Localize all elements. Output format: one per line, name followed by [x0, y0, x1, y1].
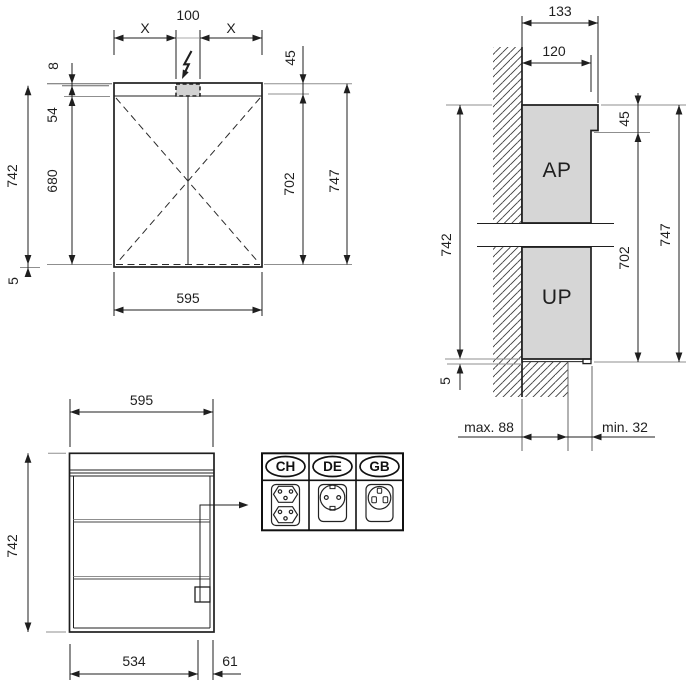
front-dim-747: 747 [326, 83, 351, 265]
front-left-extensions [20, 83, 112, 268]
shelf-lines [73, 519, 210, 580]
front-dim-742: 742 5 [4, 85, 32, 285]
interior-dim-534-61: 534 61 [69, 640, 241, 680]
electrical-connection-icon [182, 50, 193, 79]
front-right-extensions [264, 83, 352, 265]
dim-120-label: 120 [542, 43, 566, 59]
front-dim-595: 595 [113, 272, 263, 316]
dim-45-label: 45 [282, 50, 298, 66]
front-top-dimensions: X 100 X [113, 7, 263, 79]
bottom-lip [582, 358, 592, 365]
front-view: X 100 X 742 5 8 54 [4, 7, 352, 316]
interior-view: 595 742 534 61 [4, 392, 249, 680]
dim-133-label: 133 [548, 3, 572, 19]
dim-595-label: 595 [176, 290, 200, 306]
side-dim-747-label: 747 [657, 223, 673, 247]
country-code-de: DE [323, 459, 342, 474]
dim-747-label: 747 [326, 169, 342, 193]
side-dim-45-label: 45 [616, 111, 632, 127]
de-socket-icon [317, 483, 348, 523]
dim-max-88-label: max. 88 [464, 419, 514, 435]
top-fascia-lines [69, 469, 214, 477]
side-dim-max-min: max. 88 min. 32 [458, 362, 655, 451]
side-view: AP UP 133 120 45 702 [437, 3, 686, 451]
dim-742-label: 742 [4, 164, 20, 188]
cabinet-outline [113, 82, 263, 268]
interior-dim-742: 742 [4, 452, 66, 633]
side-dim-133: 133 [522, 3, 599, 103]
interior-dim-61-label: 61 [222, 653, 238, 669]
country-badge-gb: GB [359, 455, 400, 478]
side-dim-742-5: 742 5 [437, 105, 522, 390]
country-code-gb: GB [369, 459, 390, 474]
internal-socket-box [194, 586, 211, 603]
interior-cabinet-outline [68, 452, 215, 633]
door-swing-lines [115, 97, 261, 265]
dim-8-label: 8 [45, 62, 61, 70]
dim-702-label: 702 [281, 172, 297, 196]
interior-dim-534-label: 534 [122, 653, 146, 669]
electrical-outlet-box [175, 83, 201, 97]
dim-min-32-label: min. 32 [602, 419, 648, 435]
inner-walls [73, 476, 211, 629]
side-dim-742-label: 742 [438, 233, 454, 257]
side-dim-45-702: 45 702 [616, 93, 642, 362]
interior-dim-742-label: 742 [4, 534, 20, 558]
country-badge-de: DE [312, 455, 353, 478]
dim-5-label: 5 [5, 277, 21, 285]
side-dim-5-label: 5 [437, 377, 453, 385]
interior-dim-595: 595 [69, 392, 214, 447]
country-code-ch: CH [276, 459, 296, 474]
section-break [477, 223, 614, 247]
socket-table: CH DE GB [261, 452, 404, 532]
front-dim-8-54-680: 8 54 680 [44, 62, 76, 265]
socket-leader-arrow [199, 501, 249, 587]
dim-54-label: 54 [44, 107, 60, 123]
interior-dim-595-label: 595 [130, 392, 154, 408]
country-badge-ch: CH [265, 455, 306, 478]
ch-socket-icon [270, 483, 301, 527]
dim-x-left-label: X [140, 20, 150, 36]
gb-socket-icon [365, 483, 394, 523]
dim-100-label: 100 [176, 7, 200, 23]
dim-680-label: 680 [44, 169, 60, 193]
flush-mounted-label: UP [542, 286, 572, 309]
side-dim-120: 120 [522, 43, 592, 92]
surface-mounted-label: AP [542, 159, 571, 182]
wall-hatch [493, 47, 568, 397]
front-dim-45-702: 45 702 [281, 46, 307, 265]
side-dim-747: 747 [657, 105, 683, 362]
side-dim-702-label: 702 [616, 246, 632, 270]
dim-x-right-label: X [226, 20, 236, 36]
